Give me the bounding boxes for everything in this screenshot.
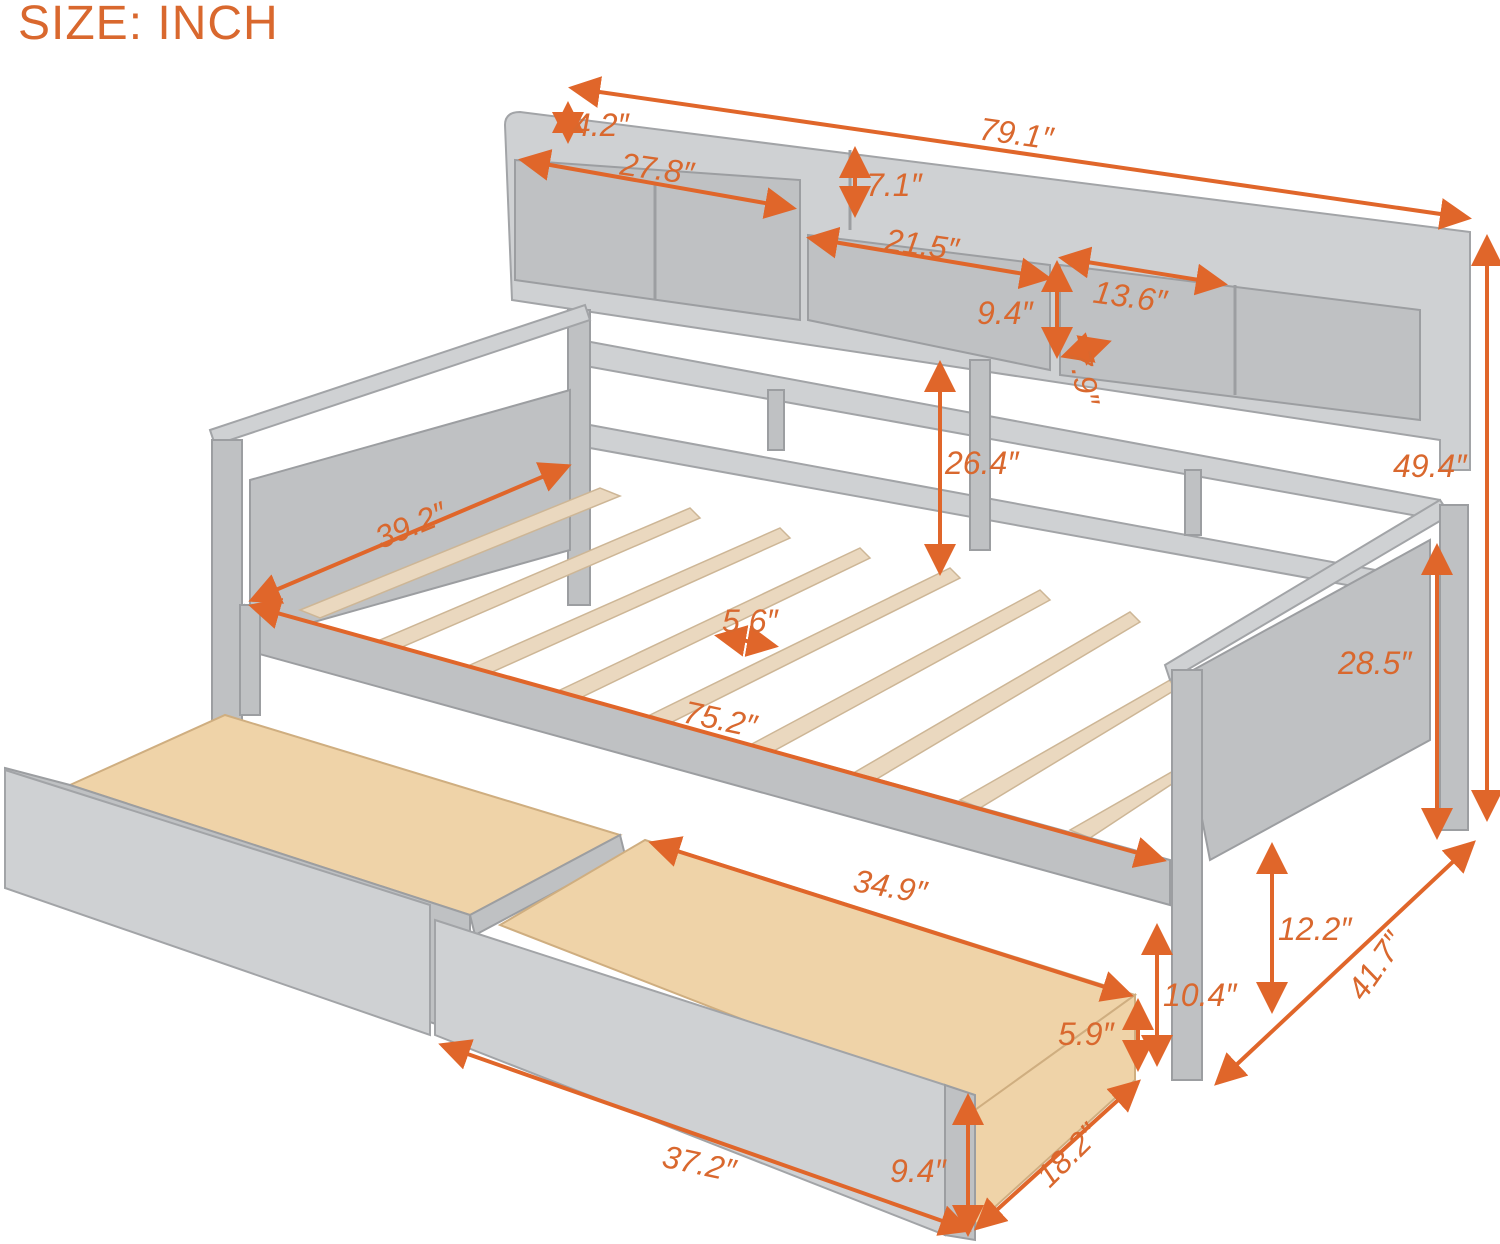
arrow-drawer-inner-length	[648, 836, 1134, 1002]
arrow-inner-length	[248, 598, 1167, 868]
arrow-drawer-depth	[974, 1079, 1141, 1231]
size-unit-title: SIZE: INCH	[18, 0, 279, 50]
arrow-total-depth	[1214, 840, 1476, 1086]
arrow-drawer-length	[438, 1039, 972, 1236]
label-total-height: 49.4″	[1393, 448, 1468, 484]
label-middle-top-height: 7.1″	[866, 167, 923, 203]
label-top-shelf-height: 4.2″	[573, 107, 630, 143]
label-drawer-clearance: 10.4″	[1163, 977, 1238, 1013]
label-back-rail-height: 26.4″	[944, 445, 1020, 481]
arrow-headboard-width	[568, 76, 1472, 230]
arrow-shelf-depth	[1060, 332, 1112, 366]
arrow-left-shelf-width	[518, 149, 797, 219]
label-drawer-inner-height: 5.9″	[1058, 1016, 1115, 1052]
label-drawer-height: 9.4″	[890, 1153, 947, 1189]
dimension-arrows	[248, 76, 1500, 1237]
label-compartment-height: 9.4″	[977, 295, 1034, 331]
arrow-compartment-width	[1058, 246, 1228, 296]
label-slat-gap: 5.6″	[722, 603, 779, 639]
label-armrest-height: 28.5″	[1337, 645, 1413, 681]
arrow-middle-shelf-width	[806, 226, 1052, 290]
back-rail	[567, 309, 1441, 606]
label-drawer-inner-length: 34.9″	[851, 862, 931, 911]
arrow-side-length	[248, 462, 572, 604]
label-under-bed-clearance: 12.2″	[1278, 911, 1353, 947]
